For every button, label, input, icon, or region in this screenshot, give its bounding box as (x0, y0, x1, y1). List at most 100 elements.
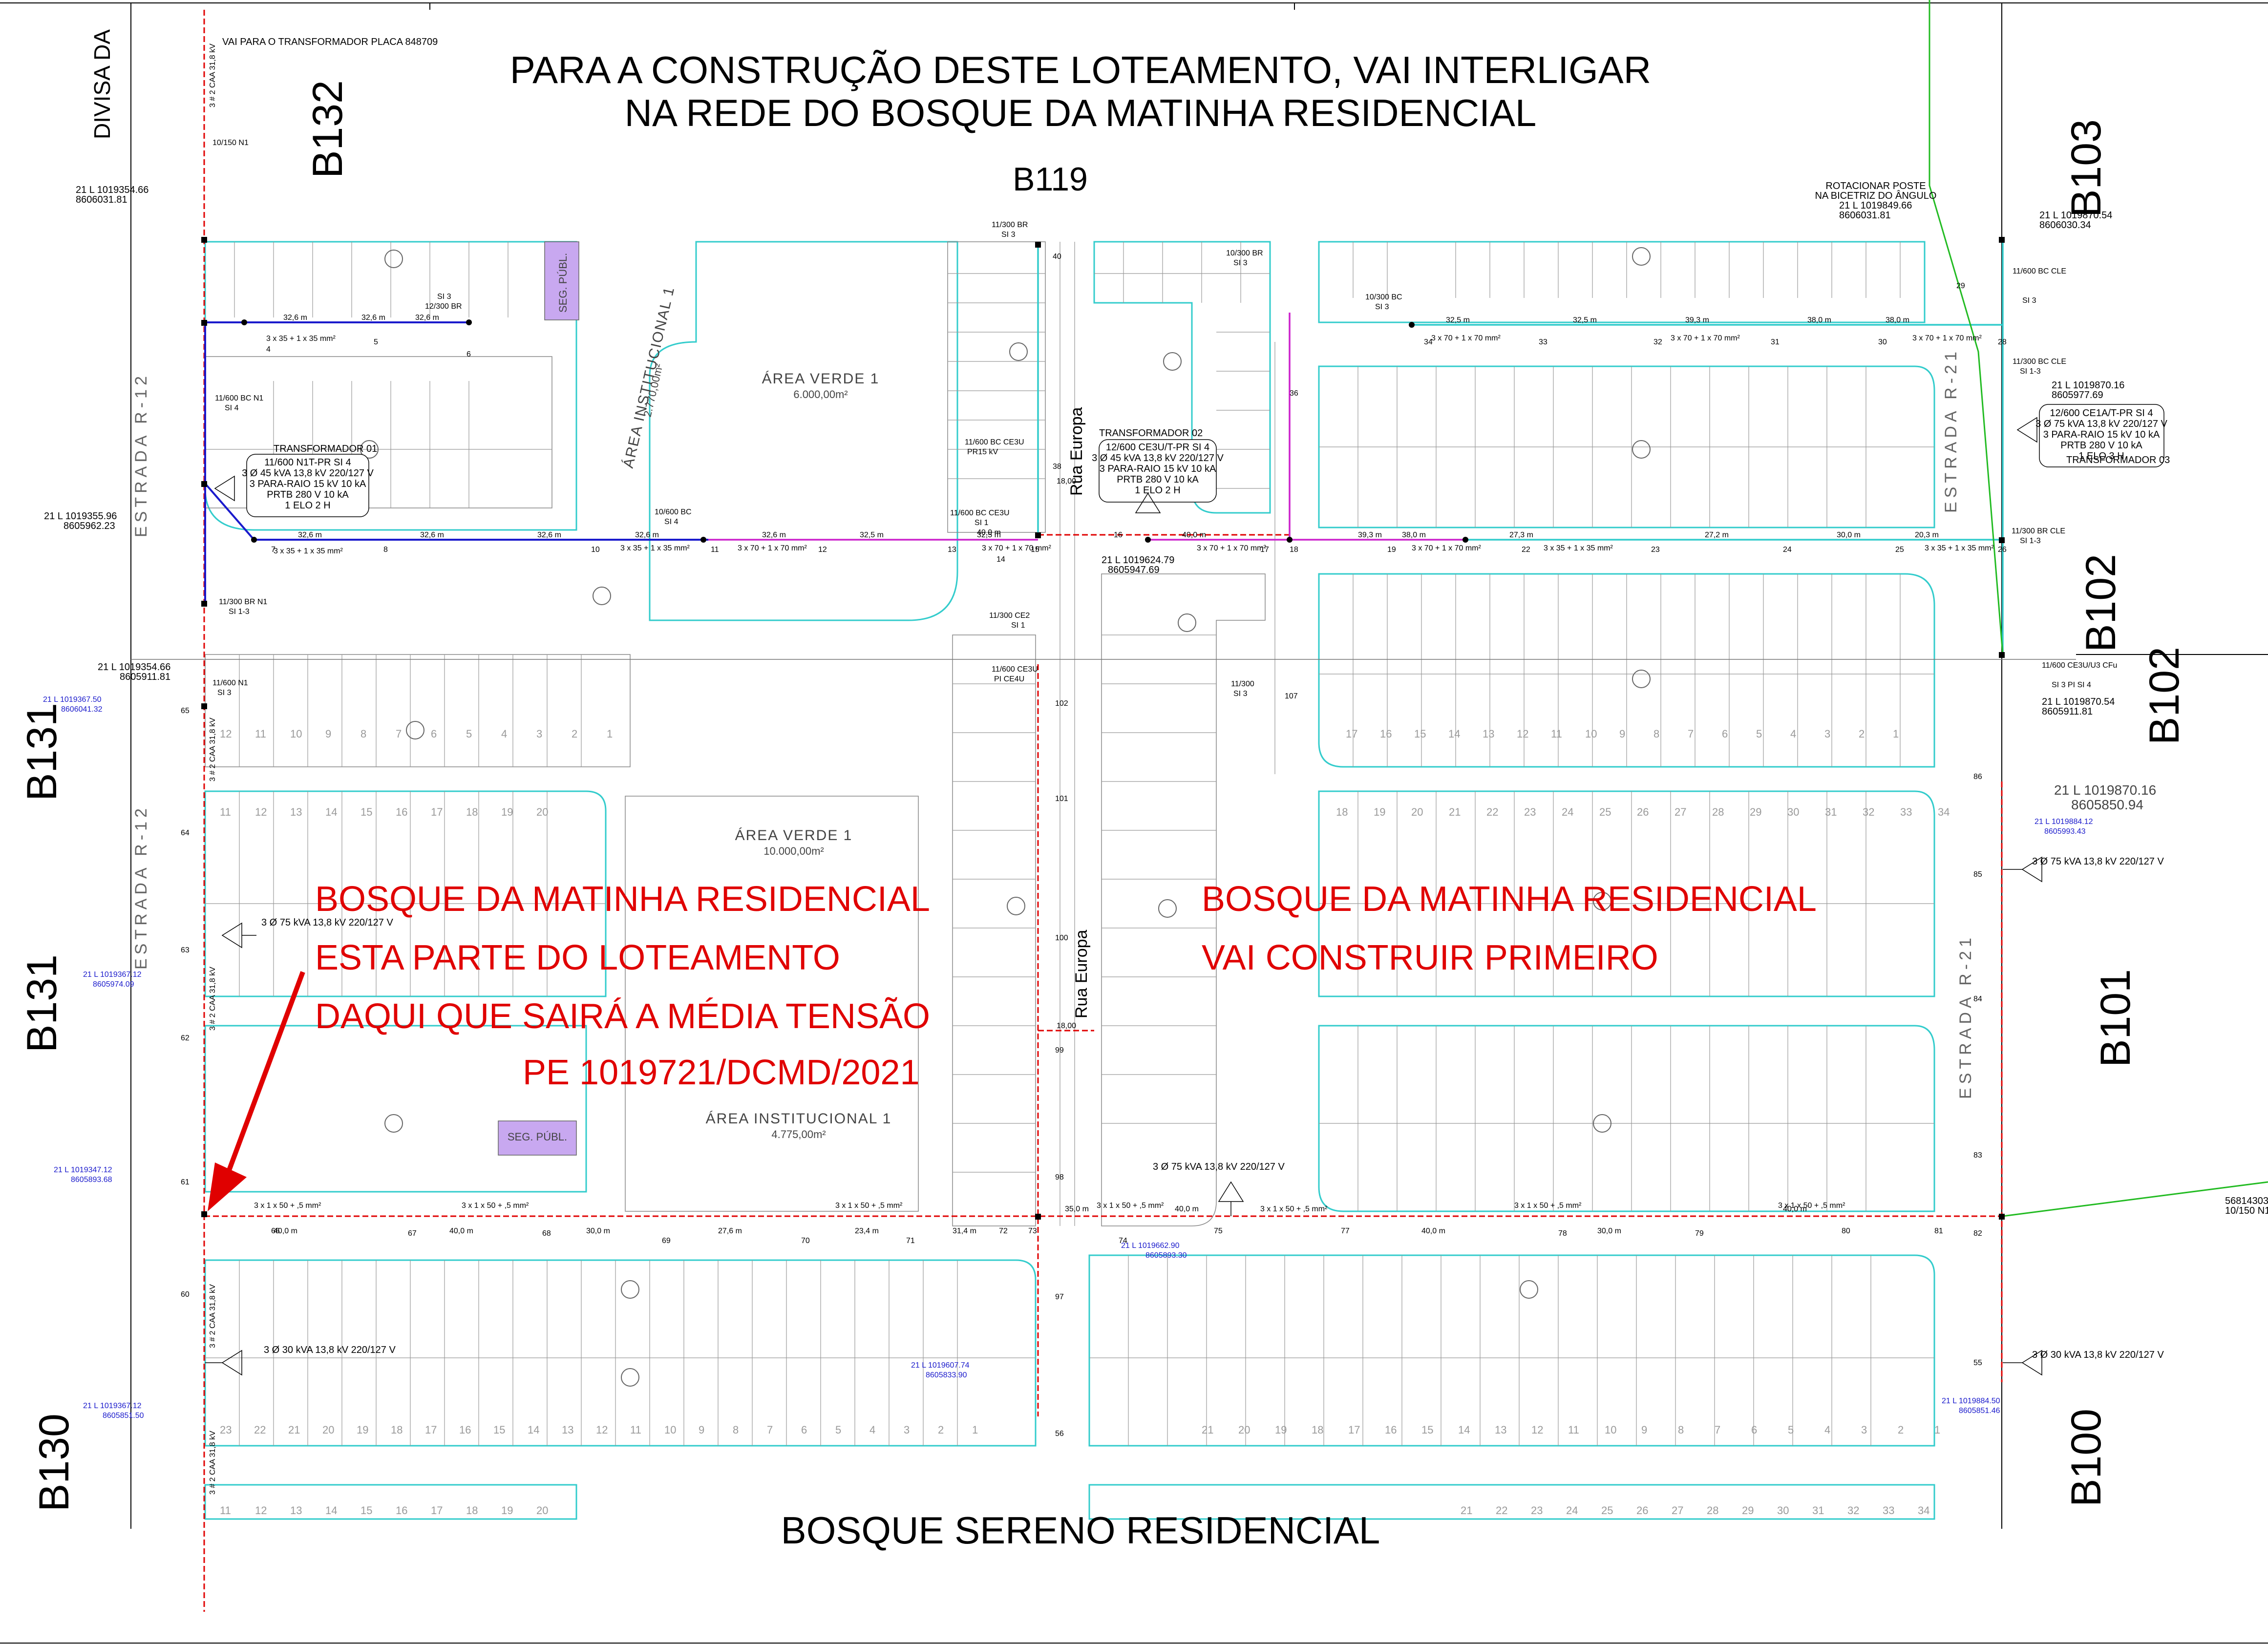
post-number: 28 (1998, 338, 2007, 346)
lot-number: 15 (493, 1424, 505, 1436)
lot-number: 7 (396, 728, 402, 740)
coord-5a: 21 L 1019367.12 (83, 971, 142, 979)
footer-title: BOSQUE SERENO RESIDENCIAL (781, 1509, 1380, 1552)
lot-number: 24 (1566, 1504, 1578, 1517)
pole-13: 11/600 BC CLE (2013, 267, 2066, 275)
post-number: 23 (1651, 546, 1660, 554)
lot-number: 34 (1938, 806, 1950, 818)
post-number: 63 (181, 946, 190, 954)
lot-number: 30 (1787, 806, 1799, 818)
lot-number: 13 (1495, 1424, 1506, 1436)
lot-number: 6 (431, 728, 437, 740)
coord-13a: 21 L 1019870.16 (2052, 380, 2124, 391)
lot-number: 11 (1551, 728, 1562, 740)
pole-14s: SI 1-3 (2020, 367, 2041, 376)
cable-caa-d: 3 # 2 CAA 31,8 kV (209, 1284, 217, 1348)
pole-9s: SI 1 (1011, 621, 1025, 630)
lot-number: 1 (972, 1424, 978, 1436)
distance-label: 32,6 m (537, 531, 561, 539)
lot-number: 7 (1715, 1424, 1720, 1436)
lot-number: 21 (1449, 806, 1461, 818)
post-number: 82 (1973, 1229, 1982, 1238)
red-arrow (208, 971, 305, 1211)
cable-50-g: 3 x 1 x 50 + ,5 mm² (1778, 1202, 1845, 1210)
note-right-2: VAI CONSTRUIR PRIMEIRO (1202, 938, 1658, 977)
lot-number: 29 (1742, 1504, 1754, 1517)
distance-label: 27,6 m (718, 1227, 742, 1235)
coord-8a: 21 L 1019624.79 (1102, 555, 1174, 566)
cable-caa-c: 3 # 2 CAA 31,8 kV (209, 967, 217, 1031)
post-number: 83 (1973, 1151, 1982, 1160)
cable-50-a: 3 x 1 x 50 + ,5 mm² (254, 1202, 321, 1210)
lot-number: 21 (1202, 1424, 1213, 1436)
road-r12-bot: ESTRADA R-12 (132, 804, 150, 970)
lot-number: 10 (664, 1424, 676, 1436)
lot-number: 20 (322, 1424, 334, 1436)
lot-number: 9 (1619, 728, 1625, 740)
lot-number: 1 (607, 728, 613, 740)
distance-label: 32,6 m (762, 531, 786, 539)
lot-number: 25 (1601, 1504, 1613, 1517)
post-number: 71 (906, 1237, 915, 1245)
post-number: 100 (1055, 934, 1068, 942)
cable-70-c: 3 x 70 + 1 x 70 mm² (1197, 544, 1267, 552)
post-number: 64 (181, 829, 190, 837)
lot-number: 6 (1722, 728, 1728, 740)
t01-l4: PRTB 280 V 10 kA (267, 489, 349, 500)
pole-10: 11/600 CE3U (992, 665, 1038, 674)
post-number: 5 (374, 338, 378, 346)
lot-number: 5 (1756, 728, 1762, 740)
post-number: 33 (1539, 338, 1547, 346)
coord-8b: 8605947.69 (1108, 565, 1160, 575)
marker-18-b: 18,00 (1057, 1022, 1076, 1030)
pole-3s: SI 3 (217, 689, 232, 697)
lot-number: 16 (396, 1504, 407, 1517)
post-number: 56 (1055, 1430, 1064, 1438)
lot-number: 7 (1688, 728, 1694, 740)
marker-18-a: 18,00 (1057, 477, 1076, 485)
lot-number: 3 (1861, 1424, 1867, 1436)
pole-5: 12/300 BR (425, 302, 462, 311)
road-r12-top: ESTRADA R-12 (132, 372, 150, 537)
post-number: 32 (1653, 338, 1662, 346)
lot-number: 34 (1918, 1504, 1929, 1517)
t02-l2: 3 Ø 45 kVA 13,8 kV 220/127 V (1092, 453, 1224, 464)
lot-number: 23 (1531, 1504, 1543, 1517)
pole-11s: SI 3 (1233, 259, 1248, 267)
coord-11a: 21 L 1019849.66 (1839, 200, 1912, 211)
cable-50-e: 3 x 1 x 50 + ,5 mm² (1260, 1205, 1328, 1213)
lot-number: 31 (1812, 1504, 1824, 1517)
transformer-01-box: TRANSFORMADOR 01 11/600 N1T-PR SI 4 3 Ø … (242, 443, 377, 517)
coord-14b: 8605911.81 (2042, 706, 2093, 717)
area-verde-top: ÁREA VERDE 1 (762, 371, 880, 387)
lot-number: 8 (1678, 1424, 1684, 1436)
post-number: 102 (1055, 699, 1068, 708)
distance-label: 32,6 m (361, 314, 385, 322)
distance-label: 27,3 m (1509, 531, 1533, 539)
lot-number: 23 (220, 1424, 232, 1436)
pole-11: 10/300 BR (1226, 249, 1263, 257)
pole-6s: SI 4 (664, 518, 678, 526)
post-number: 85 (1973, 870, 1982, 879)
post-number: 22 (1522, 546, 1530, 554)
lot-number: 19 (1374, 806, 1385, 818)
lot-number: 14 (528, 1424, 539, 1436)
lot-number: 3 (536, 728, 542, 740)
distance-label: 32,6 m (635, 531, 659, 539)
mv-red-lines (203, 10, 2003, 1612)
lot-number: 19 (501, 806, 513, 818)
distance-label: 40,0 m (1421, 1227, 1445, 1235)
post-number: 62 (181, 1034, 190, 1042)
post-number: 34 (1424, 338, 1433, 346)
pole-16: 11/600 CE3U/U3 CFu (2042, 661, 2117, 670)
post-number: 26 (1998, 546, 2007, 554)
pole-15s: SI 1-3 (2020, 537, 2041, 545)
block-b132: B132 (304, 80, 351, 178)
lot-outlines (204, 241, 1935, 1520)
lot-number: 2 (1859, 728, 1865, 740)
lot-number: 15 (360, 806, 372, 818)
lot-number: 29 (1750, 806, 1761, 818)
coord-2a: 21 L 1019355.96 (44, 511, 117, 522)
